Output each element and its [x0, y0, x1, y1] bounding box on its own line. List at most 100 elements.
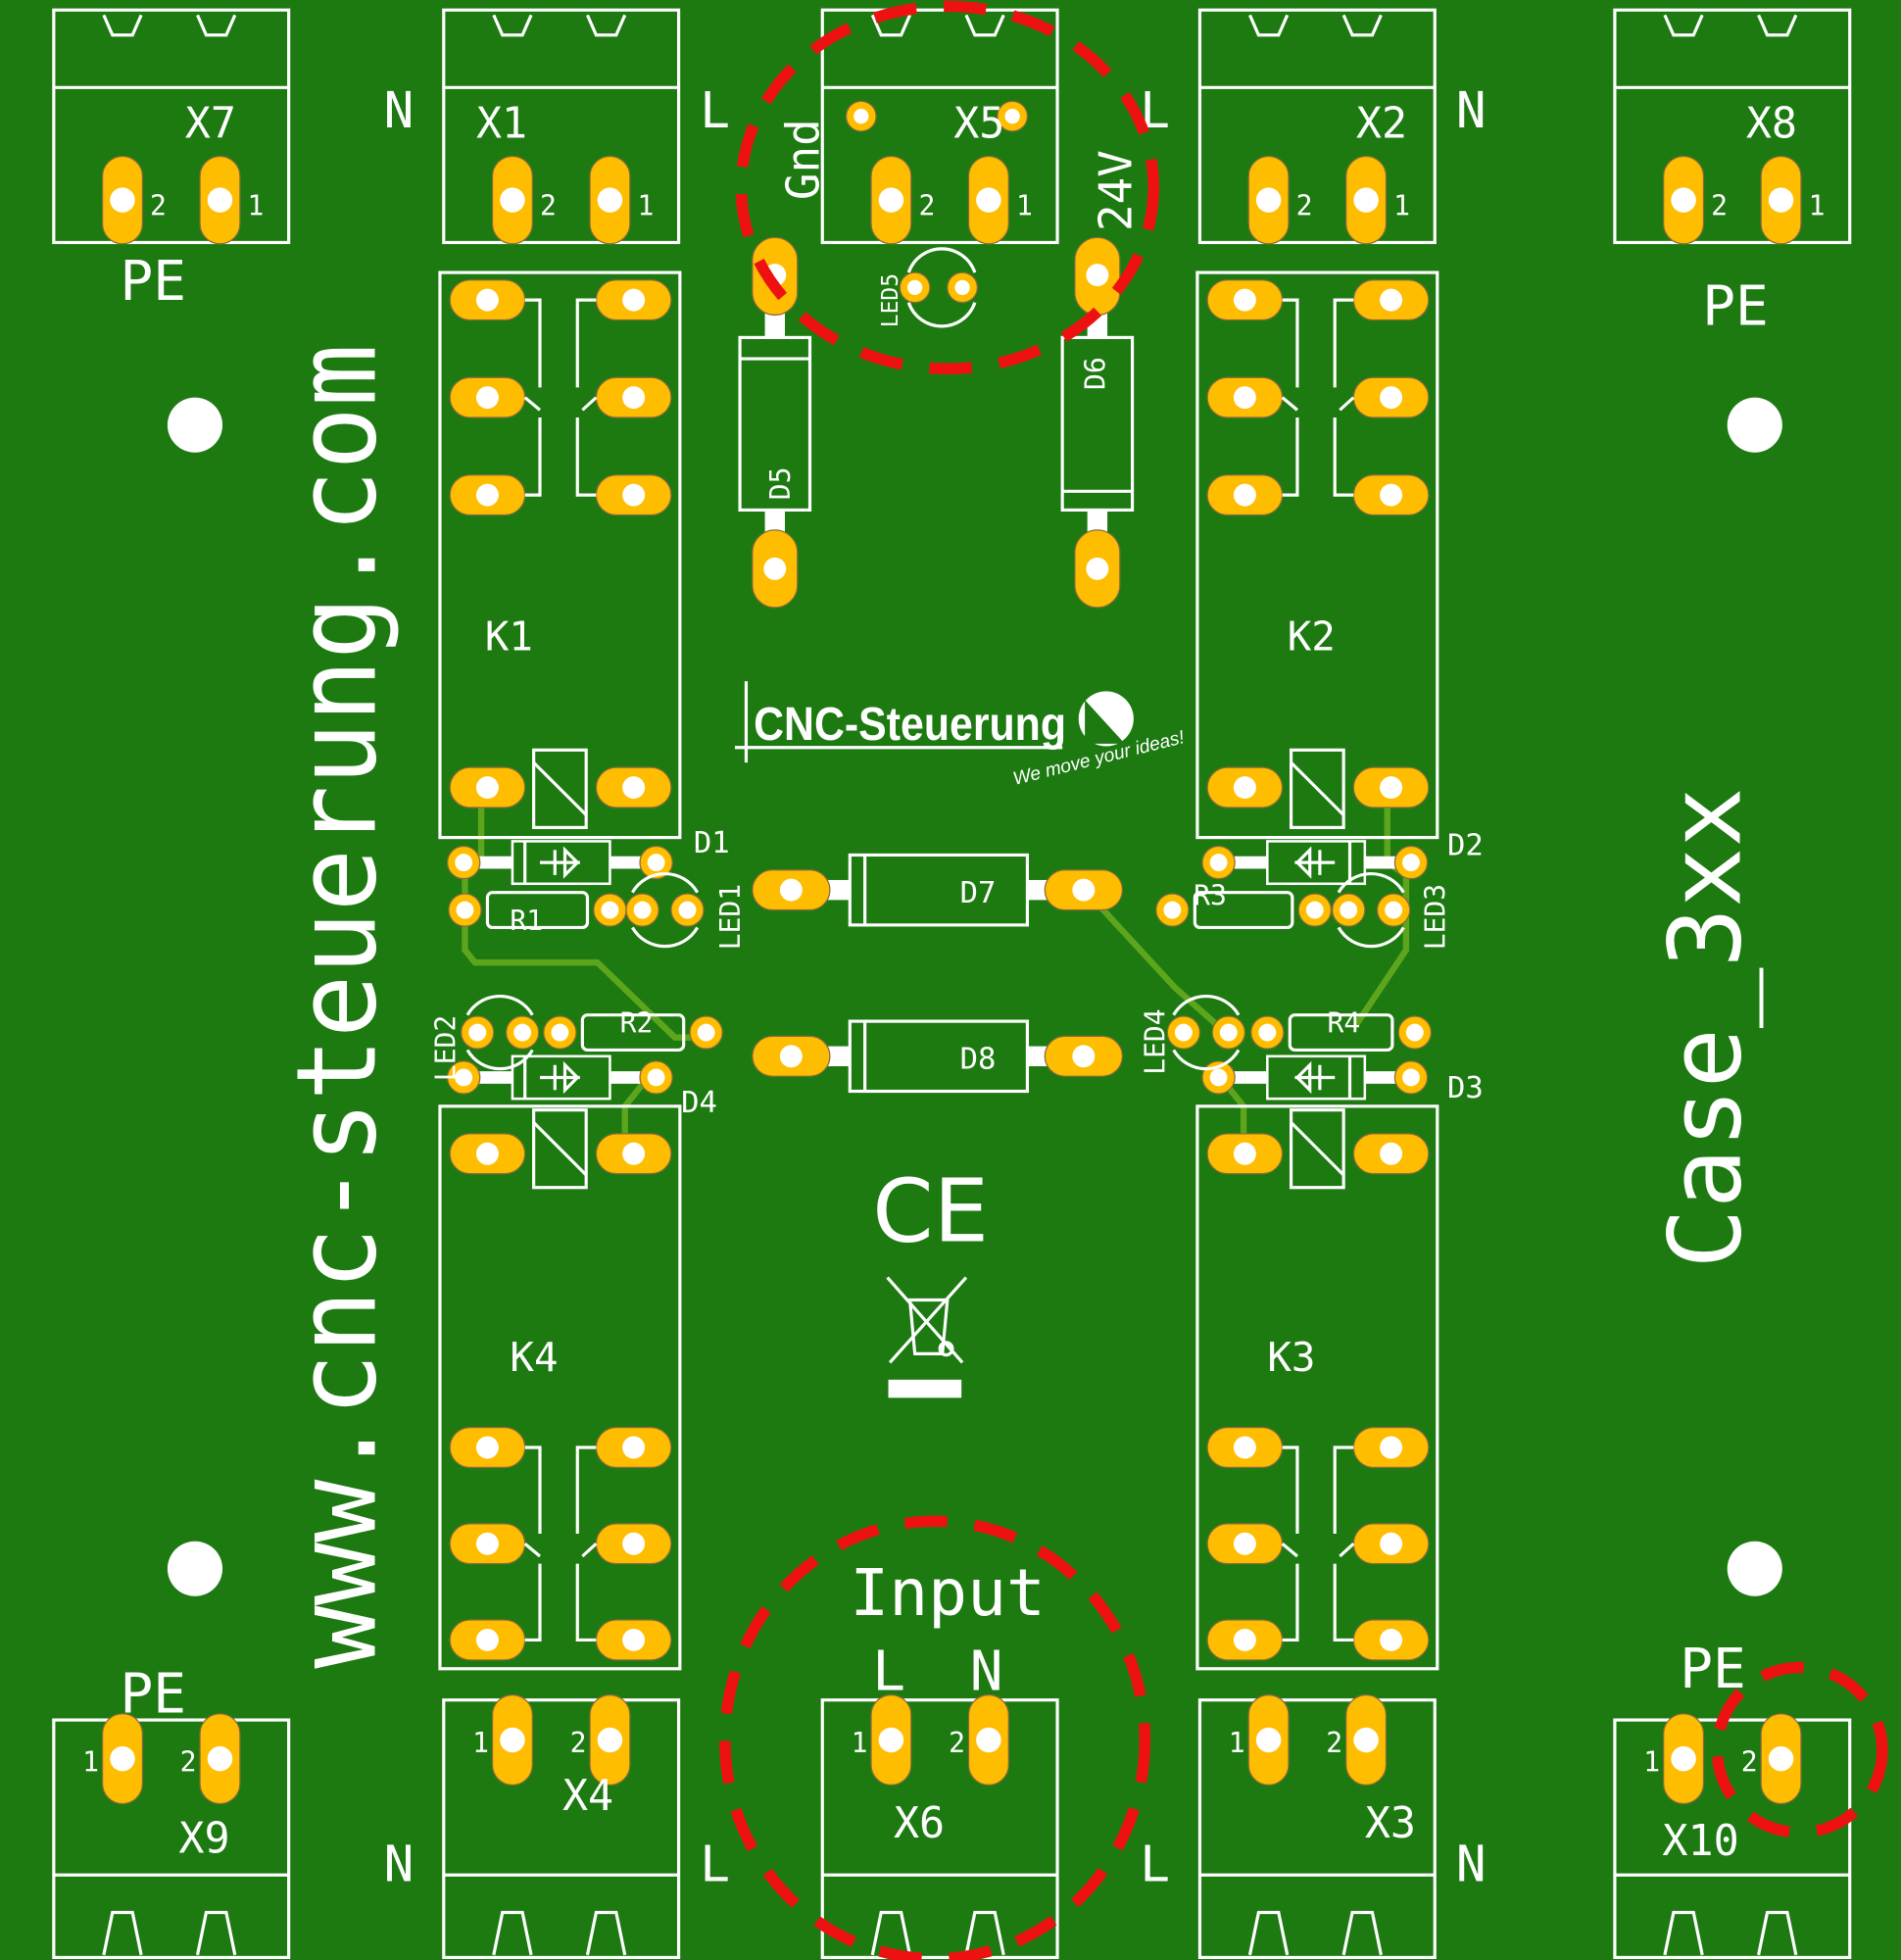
led-ref: LED4 — [1140, 1008, 1172, 1075]
connector-x8: 2 1 X8 — [1613, 8, 1852, 245]
ce-mark: CE — [872, 1161, 989, 1263]
led-ref: LED2 — [429, 1015, 462, 1082]
label-n: N — [1456, 82, 1487, 140]
pin-number: 1 — [1393, 189, 1410, 221]
relay-k4: K4 — [438, 1104, 682, 1671]
case-label: Case_3xx — [1647, 787, 1764, 1268]
pin-number: 1 — [1643, 1745, 1660, 1778]
led-ref: LED3 — [1419, 884, 1451, 951]
label-n: N — [970, 1640, 1003, 1703]
website-text: www.cnc-steuerung.com — [274, 344, 402, 1669]
diode-d2: D2 — [1201, 828, 1484, 886]
resistor-ref: R3 — [1194, 879, 1227, 911]
weee-icon — [886, 1276, 968, 1398]
connector-ref: X9 — [178, 1814, 229, 1863]
resistor-ref: R2 — [620, 1007, 654, 1040]
resistor-r2: R2 — [543, 1007, 723, 1053]
pin-number: 2 — [1326, 1727, 1342, 1759]
label-n: N — [1456, 1837, 1487, 1894]
relay-ref: K2 — [1288, 612, 1336, 660]
relay-ref: K4 — [510, 1334, 558, 1381]
connector-ref: X1 — [476, 99, 527, 148]
diode-d4: D4 — [446, 1054, 717, 1120]
highlight-mains-input — [719, 1515, 1151, 1960]
label-l: L — [700, 1837, 730, 1894]
highlight-power-input — [735, 0, 1160, 375]
label-gnd: Gnd — [776, 119, 829, 200]
relay-k2: K2 — [1195, 270, 1439, 840]
pin-number: 1 — [852, 1727, 868, 1759]
pin-number: 2 — [180, 1745, 197, 1778]
label-n: N — [384, 1837, 414, 1894]
connector-x1: 2 1 X1 — [442, 8, 681, 245]
resistor-r4: R4 — [1250, 1007, 1433, 1053]
connector-ref: X6 — [894, 1799, 945, 1848]
diode-ref: D2 — [1447, 828, 1484, 862]
pin-number: 2 — [1296, 189, 1313, 221]
connector-x7: 2 1 X7 — [52, 8, 291, 245]
diode-d1: D1 — [446, 826, 730, 886]
connector-x3: 1 2X3 — [1197, 1693, 1437, 1960]
label-pe: PE — [120, 250, 186, 314]
relay-k1: K1 — [438, 270, 682, 840]
led-led1: LED1 — [625, 871, 747, 951]
label-pe: PE — [120, 1662, 186, 1726]
diode-d5: D5 — [738, 236, 812, 609]
logo-name: CNC-Steuerung — [754, 698, 1066, 751]
pin-number: 2 — [918, 189, 935, 221]
diode-ref: D3 — [1447, 1071, 1484, 1105]
pin-number: 2 — [540, 189, 557, 221]
resistor-r3: R3 — [1155, 879, 1333, 930]
led-led2: LED2 — [429, 994, 540, 1082]
label-led5: LED5 — [878, 273, 903, 327]
mounting-hole — [1727, 397, 1782, 453]
led-ref: LED1 — [714, 884, 747, 951]
connector-ref: X2 — [1356, 99, 1407, 148]
mounting-hole — [167, 1541, 223, 1596]
label-d6: D6 — [1080, 357, 1112, 390]
pin-number: 1 — [637, 189, 654, 221]
label-n: N — [384, 82, 414, 140]
connector-ref: X10 — [1662, 1817, 1738, 1866]
diode-d7: D7 — [752, 853, 1124, 927]
diode-ref: D8 — [960, 1043, 997, 1077]
led-led4: LED4 — [1140, 994, 1246, 1075]
connector-ref: X3 — [1365, 1799, 1416, 1848]
connector-ref: X5 — [953, 99, 1004, 148]
connector-ref: X4 — [562, 1772, 613, 1821]
pin-number: 1 — [1229, 1727, 1245, 1759]
led5: LED5 — [878, 247, 979, 328]
relay-ref: K1 — [485, 612, 533, 660]
mounting-hole — [167, 397, 223, 453]
label-l: L — [1140, 1837, 1170, 1894]
diode-d3: D3 — [1201, 1054, 1484, 1105]
connector-x9: 1 2X9 — [52, 1713, 291, 1960]
diode-ref: D4 — [681, 1086, 717, 1120]
connector-ref: X8 — [1746, 99, 1797, 148]
label-d5: D5 — [764, 466, 797, 500]
led-led3: LED3 — [1332, 871, 1451, 951]
relay-k3: K3 — [1195, 1104, 1439, 1671]
pin-number: 1 — [1809, 189, 1826, 221]
label-24v: 24V — [1089, 150, 1142, 231]
input-title: Input — [850, 1554, 1046, 1631]
highlight-pe-pin — [1711, 1661, 1888, 1838]
resistor-ref: R1 — [510, 905, 543, 937]
pin-number: 2 — [150, 189, 167, 221]
pin-number: 2 — [1741, 1745, 1758, 1778]
connector-ref: X7 — [185, 99, 236, 148]
resistor-ref: R4 — [1328, 1007, 1361, 1040]
pin-number: 1 — [82, 1745, 99, 1778]
pin-number: 2 — [1711, 189, 1728, 221]
diode-d8: D8 — [752, 1019, 1124, 1094]
pin-number: 2 — [570, 1727, 587, 1759]
connector-x4: 1 2X4 — [442, 1693, 681, 1960]
pin-number: 1 — [472, 1727, 489, 1759]
pin-number: 1 — [248, 189, 265, 221]
label-pe: PE — [1702, 275, 1769, 339]
mounting-hole — [1727, 1541, 1782, 1596]
